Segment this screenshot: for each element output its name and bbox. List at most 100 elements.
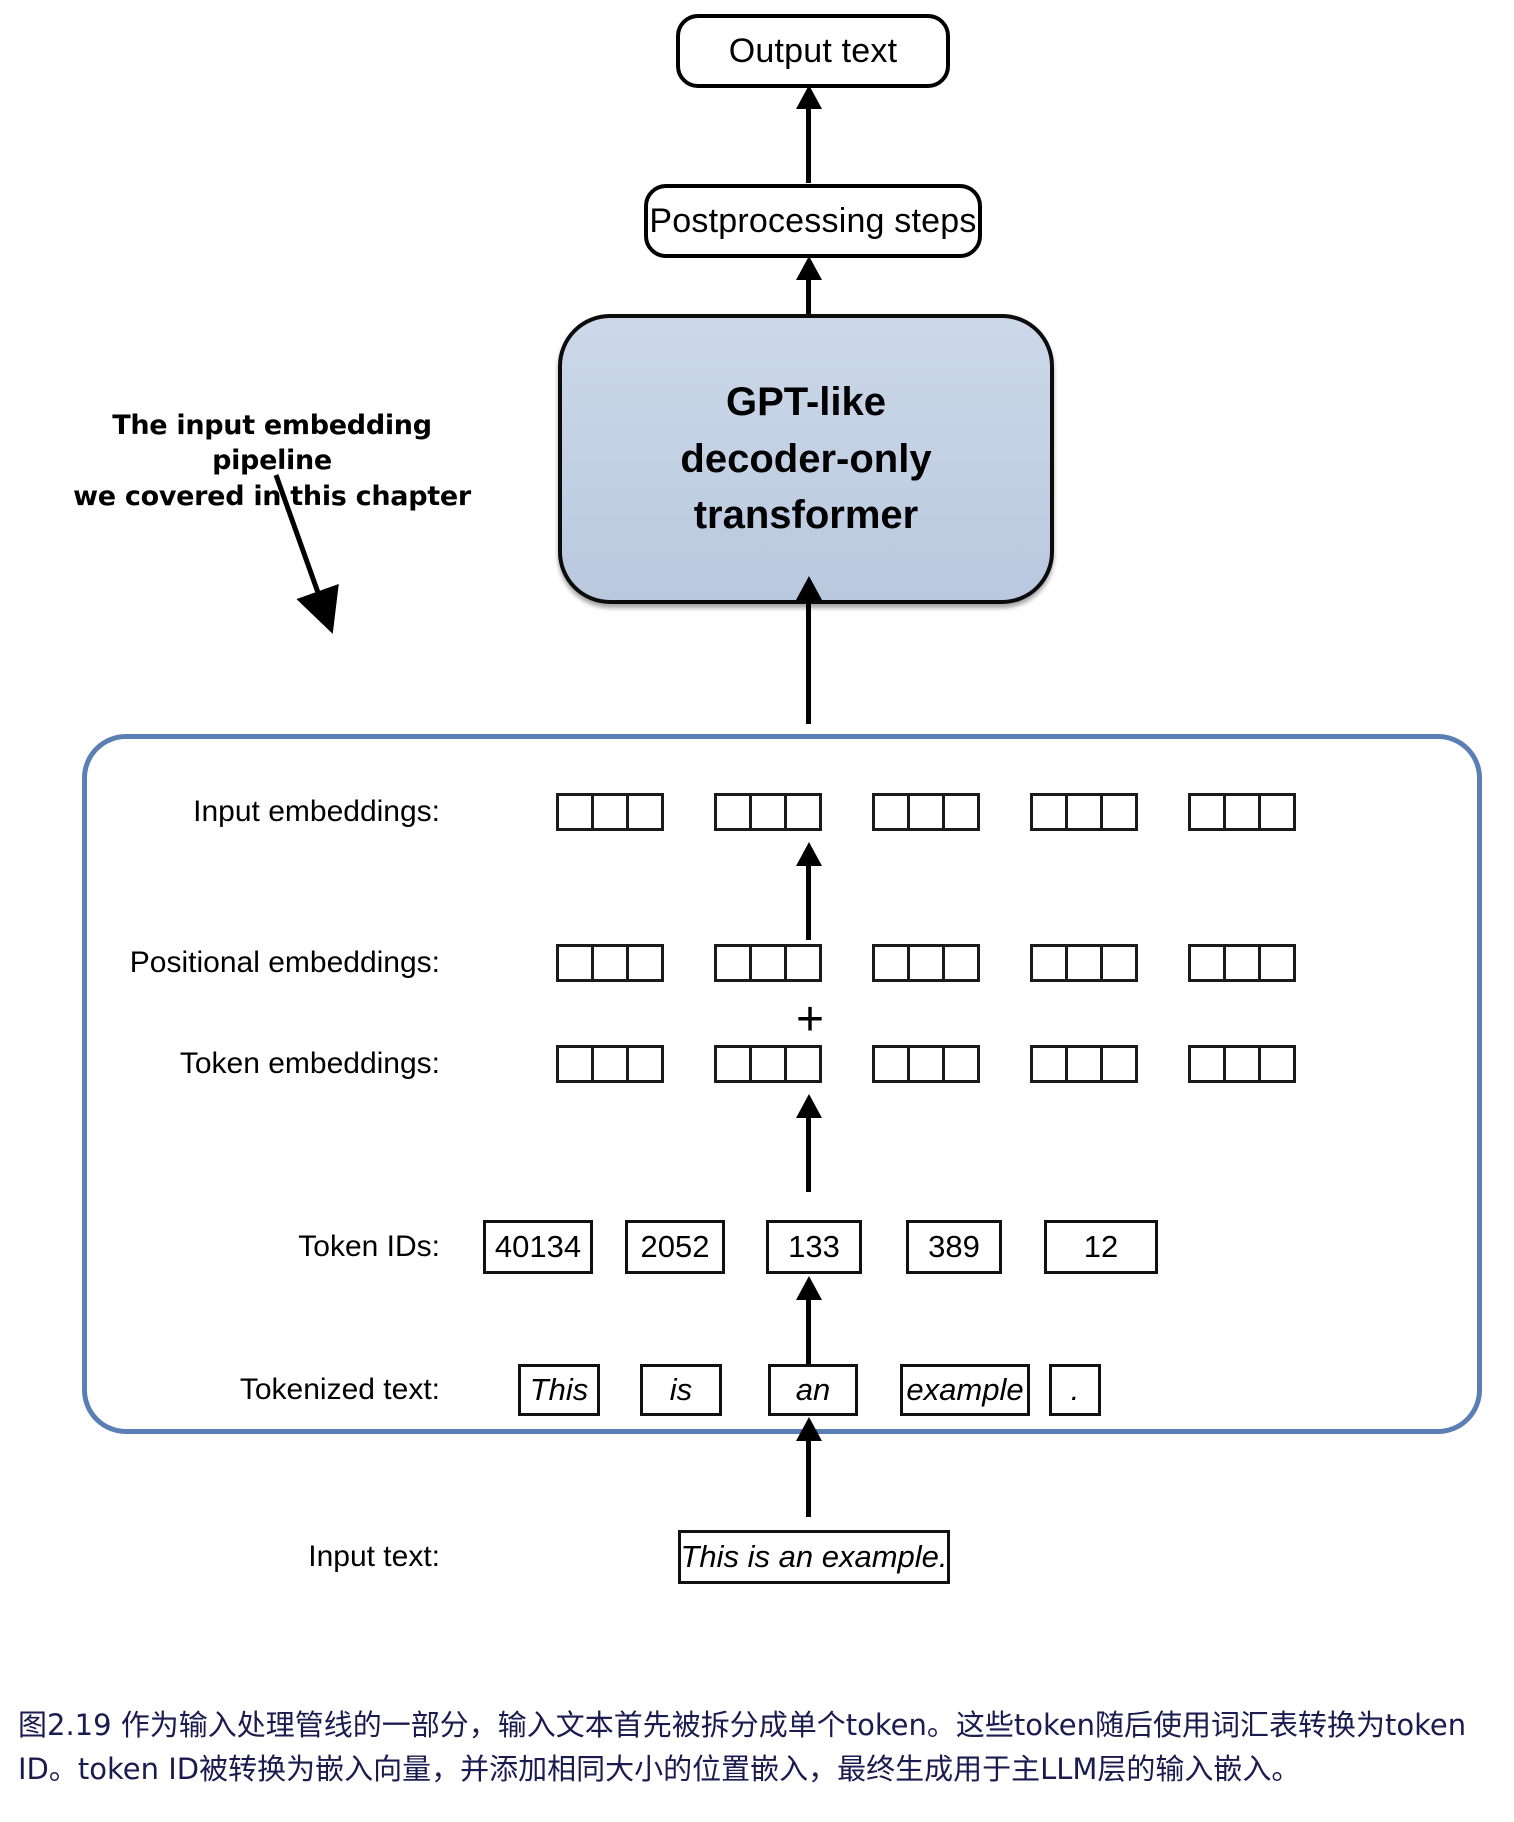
embedding-cell <box>1188 944 1226 982</box>
positional-embeddings-group <box>714 944 822 982</box>
input-embeddings-group <box>1188 793 1296 831</box>
token-id-value: 133 <box>788 1229 840 1264</box>
embedding-cell <box>1258 944 1296 982</box>
embedding-cell <box>907 793 945 831</box>
embedding-cell <box>556 944 594 982</box>
token-id-box: 12 <box>1044 1220 1158 1274</box>
output-text-box: Output text <box>676 14 950 88</box>
embedding-cell <box>872 1045 910 1083</box>
input-embeddings-group <box>1030 793 1138 831</box>
input-text-label: Input text: <box>308 1540 440 1573</box>
figure-caption: 图2.19 作为输入处理管线的一部分，输入文本首先被拆分成单个token。这些t… <box>18 1704 1504 1791</box>
token-id-value: 389 <box>928 1229 980 1264</box>
embedding-cell <box>907 1045 945 1083</box>
token-embeddings-group <box>1188 1045 1296 1083</box>
embedding-cell <box>1065 944 1103 982</box>
token-id-box: 389 <box>906 1220 1002 1274</box>
input-embeddings-label: Input embeddings: <box>193 795 440 828</box>
token-id-box: 2052 <box>625 1220 725 1274</box>
plus-symbol: + <box>795 993 825 1046</box>
embedding-cell <box>907 944 945 982</box>
tokenized-text-value: example <box>906 1372 1024 1407</box>
token-id-value: 12 <box>1083 1229 1119 1264</box>
embedding-cell <box>1258 793 1296 831</box>
tokenized-text-box: an <box>768 1364 858 1416</box>
embedding-cell <box>942 1045 980 1083</box>
arrow-tokenized-to-token-ids <box>806 1296 811 1376</box>
transformer-label: GPT-like decoder-only transformer <box>680 379 932 538</box>
positional-embeddings-group <box>1188 944 1296 982</box>
embedding-cell <box>1188 1045 1226 1083</box>
embedding-cell <box>1223 793 1261 831</box>
embedding-cell <box>1030 793 1068 831</box>
embedding-cell <box>714 944 752 982</box>
row-label-input-embeddings: Input embeddings: <box>0 795 440 829</box>
input-embeddings-group <box>714 793 822 831</box>
embedding-cell <box>784 944 822 982</box>
embedding-cell <box>1223 1045 1261 1083</box>
embedding-cell <box>1188 793 1226 831</box>
row-label-token-ids: Token IDs: <box>0 1230 440 1264</box>
output-text-label: Output text <box>728 31 898 70</box>
embedding-cell <box>1100 944 1138 982</box>
arrow-token-ids-to-token-embeddings <box>806 1114 811 1192</box>
pipeline-annotation: The input embedding pipeline we covered … <box>72 372 472 515</box>
positional-embeddings-label: Positional embeddings: <box>129 946 440 979</box>
postprocessing-box: Postprocessing steps <box>644 184 982 258</box>
tokenized-text-value: is <box>669 1372 693 1407</box>
annotation-arrow <box>273 474 339 634</box>
token-embeddings-group <box>714 1045 822 1083</box>
embedding-cell <box>749 944 787 982</box>
token-embeddings-group <box>872 1045 980 1083</box>
tokenized-text-box: This <box>518 1364 600 1416</box>
pipeline-annotation-text: The input embedding pipeline we covered … <box>73 409 471 512</box>
tokenized-text-label: Tokenized text: <box>239 1373 440 1406</box>
embedding-cell <box>591 793 629 831</box>
tokenized-text-value: . <box>1070 1372 1080 1407</box>
arrow-input-text-to-tokenized <box>806 1437 811 1517</box>
embedding-cell <box>1258 1045 1296 1083</box>
embedding-cell <box>942 793 980 831</box>
embedding-cell <box>1030 944 1068 982</box>
token-ids-label: Token IDs: <box>298 1230 440 1263</box>
input-embedding-pipeline-container <box>82 734 1482 1434</box>
embedding-cell <box>591 944 629 982</box>
embedding-cell <box>872 944 910 982</box>
embedding-cell <box>714 793 752 831</box>
positional-embeddings-group <box>872 944 980 982</box>
tokenized-text-value: This <box>529 1372 589 1407</box>
tokenized-text-box: is <box>640 1364 722 1416</box>
token-embeddings-label: Token embeddings: <box>179 1047 440 1080</box>
embedding-cell <box>749 793 787 831</box>
tokenized-text-value: an <box>795 1372 831 1407</box>
token-id-box: 40134 <box>483 1220 593 1274</box>
embedding-cell <box>784 793 822 831</box>
figure-caption-text: 图2.19 作为输入处理管线的一部分，输入文本首先被拆分成单个token。这些t… <box>18 1708 1467 1786</box>
input-embeddings-group <box>556 793 664 831</box>
arrow-pipeline-to-transformer <box>806 596 811 724</box>
arrow-sum-to-input-embeddings <box>806 862 811 940</box>
embedding-cell <box>626 944 664 982</box>
embedding-cell <box>749 1045 787 1083</box>
input-text-value: This is an example. <box>680 1539 948 1574</box>
embedding-cell <box>626 793 664 831</box>
row-label-input-text: Input text: <box>0 1540 440 1574</box>
positional-embeddings-group <box>556 944 664 982</box>
embedding-cell <box>1030 1045 1068 1083</box>
positional-embeddings-group <box>1030 944 1138 982</box>
embedding-cell <box>714 1045 752 1083</box>
tokenized-text-box: example <box>900 1364 1030 1416</box>
token-embeddings-group <box>556 1045 664 1083</box>
embedding-cell <box>591 1045 629 1083</box>
embedding-cell <box>784 1045 822 1083</box>
tokenized-text-box: . <box>1049 1364 1101 1416</box>
transformer-block: GPT-like decoder-only transformer <box>558 314 1054 604</box>
embedding-cell <box>942 944 980 982</box>
token-id-value: 2052 <box>640 1229 710 1264</box>
embedding-cell <box>626 1045 664 1083</box>
embedding-cell <box>1100 793 1138 831</box>
arrow-transformer-to-postprocessing <box>806 276 811 346</box>
plus-icon: + <box>796 996 824 1044</box>
arrow-postprocessing-to-output <box>806 105 811 183</box>
